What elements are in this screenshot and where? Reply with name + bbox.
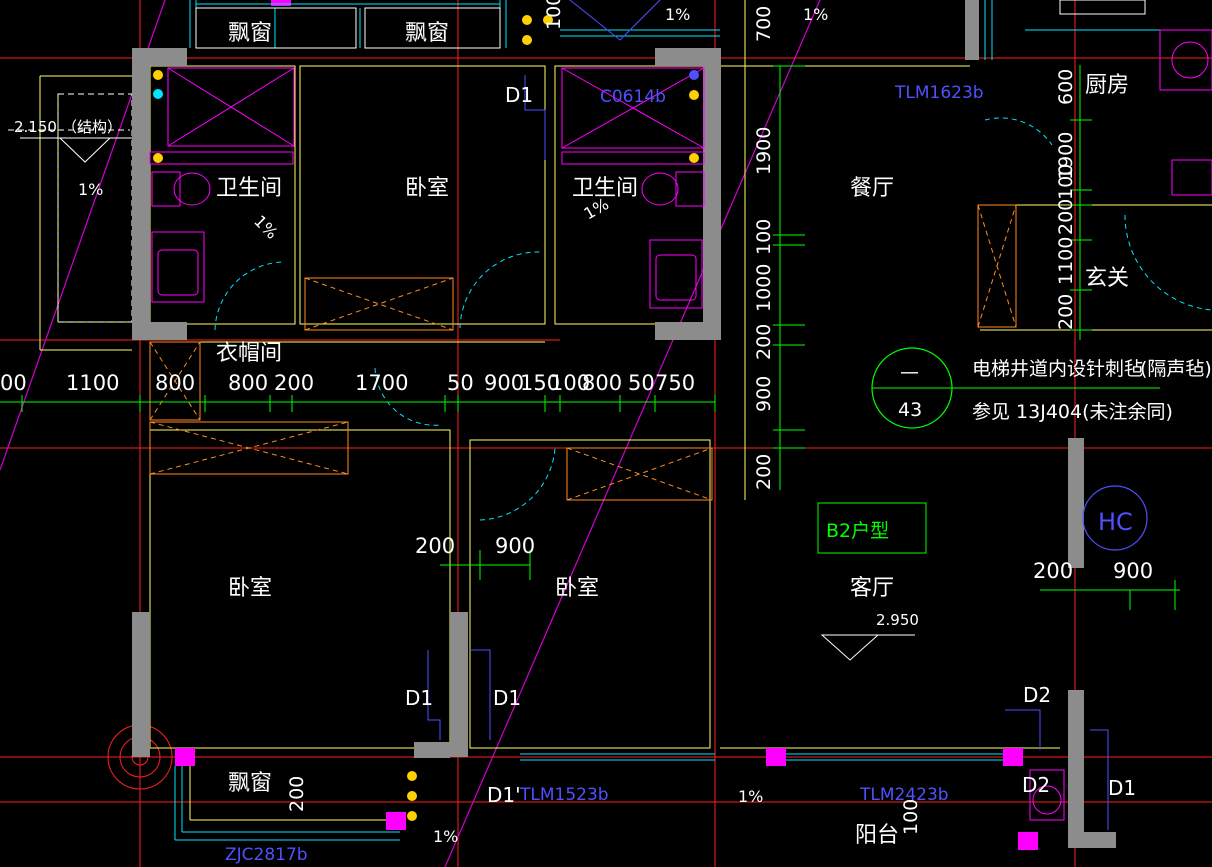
elevator-note-line2: 参见 13J404(未注余同) — [972, 401, 1173, 423]
room-label-bay-window-2: 飘窗 — [405, 21, 449, 46]
slope-label: 1% — [78, 180, 103, 199]
bathroom-fixtures — [149, 29, 1212, 821]
element-tags: C0614b TLM1623b TLM1523b TLM2423b ZJC281… — [225, 83, 984, 865]
dimension-text: 600 — [1055, 69, 1077, 105]
window-tag: ZJC2817b — [225, 845, 308, 865]
detail-callout-number: 43 — [898, 399, 922, 421]
vertical-dimension-texts: 100 700 1900 100 1000 200 900 200 600 19… — [286, 0, 1077, 835]
unit-type-frame — [817, 502, 927, 554]
room-label-cloakroom: 衣帽间 — [216, 341, 282, 366]
bay-window-frames — [195, 0, 1146, 49]
dimension-text: 900 — [1113, 559, 1153, 583]
window-tag: C0614b — [600, 87, 666, 107]
dimension-text: 200 — [1055, 294, 1077, 330]
elevator-note-line1: 电梯井道内设针刺毡 — [972, 358, 1143, 380]
level-labels: 2.150 （结构） 2.950 — [14, 118, 919, 629]
room-label-bay-window-1: 飘窗 — [228, 21, 272, 46]
room-label-entrance: 玄关 — [1085, 266, 1129, 291]
room-label-bay-window-bottom: 飘窗 — [228, 771, 272, 796]
dimension-text: 1100 — [1055, 237, 1077, 285]
living-level-value: 2.950 — [876, 611, 919, 629]
dimension-text: 100 — [543, 0, 565, 30]
dimension-text: 200 — [1033, 559, 1073, 583]
slope-label: 1% — [803, 5, 828, 24]
door-tag: TLM1623b — [894, 83, 984, 103]
dimension-text: 1900 — [753, 127, 775, 175]
door-label: D1' — [487, 783, 521, 807]
room-label-kitchen: 厨房 — [1085, 73, 1129, 98]
dimension-text: 800 — [582, 371, 622, 395]
dimension-text: 700 — [753, 6, 775, 42]
structure-level-value: 2.150 — [14, 118, 57, 136]
room-labels: 飘窗 飘窗 卫生间 卧室 卫生间 餐厅 厨房 玄关 衣帽间 卧室 卧室 客厅 飘… — [216, 21, 1129, 848]
dimension-text: 50 — [447, 371, 474, 395]
dimension-text: 200 — [1055, 199, 1077, 235]
dimension-text: 100 — [550, 371, 590, 395]
dimension-text: 800 — [228, 371, 268, 395]
detail-callout — [871, 347, 1160, 429]
door-label: D1 — [505, 83, 533, 107]
wardrobes — [149, 204, 1017, 501]
door-label: D2 — [1022, 773, 1050, 797]
dimension-text: 900 — [753, 376, 775, 412]
unit-type-label: B2户型 — [826, 520, 889, 542]
dimension-text: 1000 — [753, 264, 775, 312]
door-label: D1 — [405, 686, 433, 710]
dimension-text: 1900 — [1055, 132, 1077, 180]
level-markers — [20, 137, 915, 661]
dimension-text: 200 — [286, 776, 308, 812]
dimension-text: 1100 — [66, 371, 119, 395]
slope-label: 1% — [665, 5, 690, 24]
dimension-text: 900 — [495, 534, 535, 558]
dimension-text: 900 — [484, 371, 524, 395]
room-label-balcony: 阳台 — [855, 823, 899, 848]
dimension-text: 200 — [274, 371, 314, 395]
room-label-bedroom-top: 卧室 — [405, 176, 449, 201]
room-label-bathroom-left: 卫生间 — [216, 176, 282, 201]
room-label-bedroom-left: 卧室 — [228, 576, 272, 601]
door-tag: TLM2423b — [859, 785, 949, 805]
fixture-symbols — [153, 15, 699, 821]
door-swings — [214, 117, 1212, 521]
door-labels: D1 D1 D1 D1' D2 D2 D1 — [405, 83, 1136, 807]
dimension-text: 200 — [753, 454, 775, 490]
door-label: D2 — [1023, 683, 1051, 707]
hc-label: HC — [1098, 508, 1133, 536]
structure-level-note: （结构） — [62, 118, 122, 136]
dimension-text: 200 — [415, 534, 455, 558]
door-label: D1 — [1108, 776, 1136, 800]
room-label-bathroom-right: 卫生间 — [572, 176, 638, 201]
door-tag: TLM1523b — [519, 785, 609, 805]
dimension-text: 100 — [753, 219, 775, 255]
room-label-bedroom-mid: 卧室 — [555, 576, 599, 601]
dimension-text: 50 — [628, 371, 655, 395]
horizontal-dimension-texts: 00 1100 800 800 200 1700 50 900 150 100 … — [0, 371, 1153, 583]
dimension-text: 100 — [900, 799, 922, 835]
room-label-dining: 餐厅 — [850, 176, 894, 201]
door-label: D1 — [493, 686, 521, 710]
room-label-living: 客厅 — [850, 576, 894, 601]
dimension-text: 100 — [1055, 164, 1077, 200]
dimension-lines — [0, 65, 1180, 610]
dashed-boundaries — [8, 93, 133, 323]
annotation-notes: — 43 电梯井道内设针刺毡 (隔声毡) 参见 13J404(未注余同) B2户… — [826, 358, 1212, 542]
detail-callout-top: — — [900, 361, 919, 383]
elevator-note-line1b: (隔声毡) — [1140, 358, 1212, 380]
dimension-text: 800 — [155, 371, 195, 395]
dimension-text: 750 — [655, 371, 695, 395]
dimension-text: 00 — [0, 371, 27, 395]
dimension-text: 1700 — [355, 371, 408, 395]
slope-label: 1% — [433, 827, 458, 846]
dimension-text: 200 — [753, 324, 775, 360]
hc-circle — [1082, 485, 1148, 551]
windows — [174, 0, 1160, 841]
door-tag-leaders — [427, 0, 1109, 830]
walls — [132, 0, 1116, 848]
dimension-text: 150 — [520, 371, 560, 395]
columns — [175, 0, 1038, 850]
slope-label: 1% — [738, 787, 763, 806]
